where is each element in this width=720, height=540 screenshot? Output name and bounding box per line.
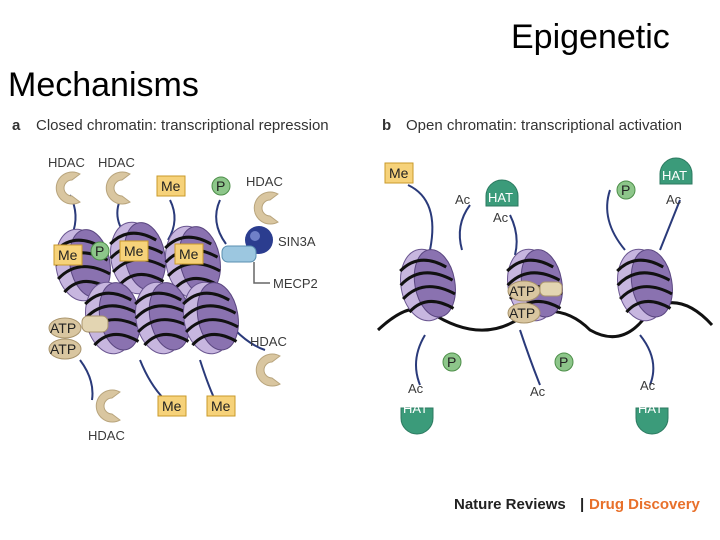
phosphate-label: P bbox=[447, 354, 456, 370]
hdac-icon bbox=[105, 171, 131, 205]
acetyl-label: Ac bbox=[493, 210, 509, 225]
phosphate-label: P bbox=[95, 243, 104, 259]
hdac-label: HDAC bbox=[88, 428, 125, 443]
hdac-icon bbox=[55, 171, 81, 205]
me-label: Me bbox=[161, 178, 181, 194]
acetyl-label: Ac bbox=[530, 384, 546, 399]
hat-label: HAT bbox=[488, 190, 513, 205]
me-label: Me bbox=[211, 398, 231, 414]
journal-credit: Nature Reviews | Drug Discovery bbox=[454, 496, 701, 513]
panel-a: a Closed chromatin: transcriptional repr… bbox=[12, 117, 329, 443]
credit-separator: | bbox=[580, 496, 584, 513]
panel-a-heading: Closed chromatin: transcriptional repres… bbox=[36, 117, 329, 134]
journal-section: Drug Discovery bbox=[589, 496, 701, 513]
me-label: Me bbox=[124, 243, 144, 259]
acetyl-label: Ac bbox=[455, 192, 471, 207]
title-line-1: Epigenetic bbox=[511, 18, 670, 56]
journal-name: Nature Reviews bbox=[454, 496, 566, 513]
hat-label: HAT bbox=[638, 401, 663, 416]
sin3a-label: SIN3A bbox=[278, 234, 316, 249]
panel-b-letter: b bbox=[382, 117, 391, 134]
hdac-icon bbox=[255, 353, 281, 387]
atp-label: ATP bbox=[50, 341, 76, 357]
panel-b: b Open chromatin: transcriptional activa… bbox=[376, 117, 714, 435]
hdac-label: HDAC bbox=[98, 155, 135, 170]
hdac-label: HDAC bbox=[246, 174, 283, 189]
me-label: Me bbox=[389, 165, 409, 181]
phosphate-label: P bbox=[559, 354, 568, 370]
hdac-label: HDAC bbox=[250, 334, 287, 349]
me-label: Me bbox=[162, 398, 182, 414]
panel-b-heading: Open chromatin: transcriptional activati… bbox=[406, 117, 682, 134]
hdac-icon bbox=[95, 389, 121, 423]
acetyl-label: Ac bbox=[666, 192, 682, 207]
atp-label: ATP bbox=[509, 305, 535, 321]
nucleosome bbox=[610, 242, 680, 327]
atp-label: ATP bbox=[509, 283, 535, 299]
phosphate-label: P bbox=[621, 182, 630, 198]
acetyl-label: Ac bbox=[640, 378, 656, 393]
hdac-label: HDAC bbox=[48, 155, 85, 170]
acetyl-label: Ac bbox=[408, 381, 424, 396]
hat-label: HAT bbox=[403, 401, 428, 416]
phosphate-label: P bbox=[216, 178, 225, 194]
hat-label: HAT bbox=[662, 168, 687, 183]
me-label: Me bbox=[179, 246, 199, 262]
atp-label: ATP bbox=[50, 320, 76, 336]
hdac-icon bbox=[253, 191, 279, 225]
panel-a-letter: a bbox=[12, 117, 21, 134]
mecp2-label: MECP2 bbox=[273, 276, 318, 291]
me-label: Me bbox=[58, 247, 78, 263]
title-line-2: Mechanisms bbox=[8, 66, 199, 104]
